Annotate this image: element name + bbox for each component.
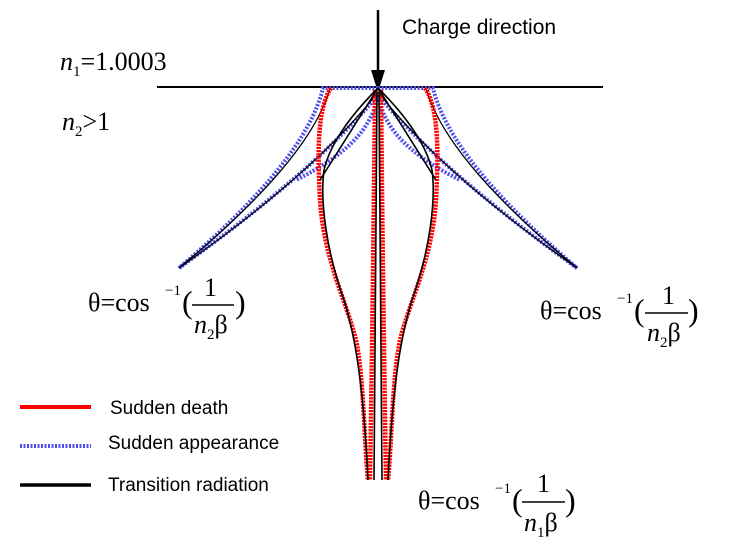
angle-formula-left: θ=cos −1 ( 1 n2β )	[88, 273, 246, 343]
svg-text:1: 1	[537, 469, 550, 498]
svg-text:θ=cos: θ=cos	[418, 486, 480, 515]
svg-text:(: (	[182, 284, 193, 320]
svg-text:): )	[235, 284, 246, 320]
svg-text:Transition radiation: Transition radiation	[108, 475, 269, 496]
svg-text:n2β: n2β	[647, 318, 681, 351]
svg-text:): )	[688, 292, 699, 328]
svg-text:1: 1	[204, 273, 217, 302]
svg-text:(: (	[634, 292, 645, 328]
svg-text:n2β: n2β	[194, 310, 228, 343]
legend: Sudden death Sudden appearance Transitio…	[20, 398, 279, 496]
transition-radiation-lobes-medium-2	[178, 87, 578, 269]
svg-text:(: (	[512, 482, 523, 518]
charge-direction-arrow	[371, 10, 385, 92]
svg-text:θ=cos: θ=cos	[88, 288, 150, 317]
svg-text:θ=cos: θ=cos	[540, 296, 602, 325]
svg-text:Sudden appearance: Sudden appearance	[108, 433, 279, 454]
svg-text:n1β: n1β	[524, 508, 558, 541]
svg-text:n2>1: n2>1	[62, 107, 110, 140]
svg-text:n1=1.0003: n1=1.0003	[60, 47, 167, 80]
svg-text:−1: −1	[495, 481, 511, 497]
sudden-appearance-curves	[177, 86, 579, 270]
medium-2-label: n2>1	[62, 107, 110, 140]
legend-item-transition-radiation: Transition radiation	[20, 475, 269, 496]
angle-formula-right: θ=cos −1 ( 1 n2β )	[540, 281, 699, 351]
medium-1-label: n1=1.0003	[60, 47, 167, 80]
legend-item-sudden-death: Sudden death	[20, 398, 228, 419]
svg-text:−1: −1	[617, 291, 633, 307]
svg-text:Sudden death: Sudden death	[110, 398, 228, 419]
svg-text:1: 1	[662, 281, 675, 310]
legend-item-sudden-appearance: Sudden appearance	[20, 433, 279, 454]
charge-direction-label: Charge direction	[402, 16, 556, 39]
transition-radiation-curves	[319, 87, 437, 481]
svg-text:−1: −1	[165, 283, 181, 299]
angle-formula-bottom: θ=cos −1 ( 1 n1β )	[418, 469, 576, 541]
svg-text:): )	[565, 482, 576, 518]
sudden-death-curves	[316, 86, 440, 481]
